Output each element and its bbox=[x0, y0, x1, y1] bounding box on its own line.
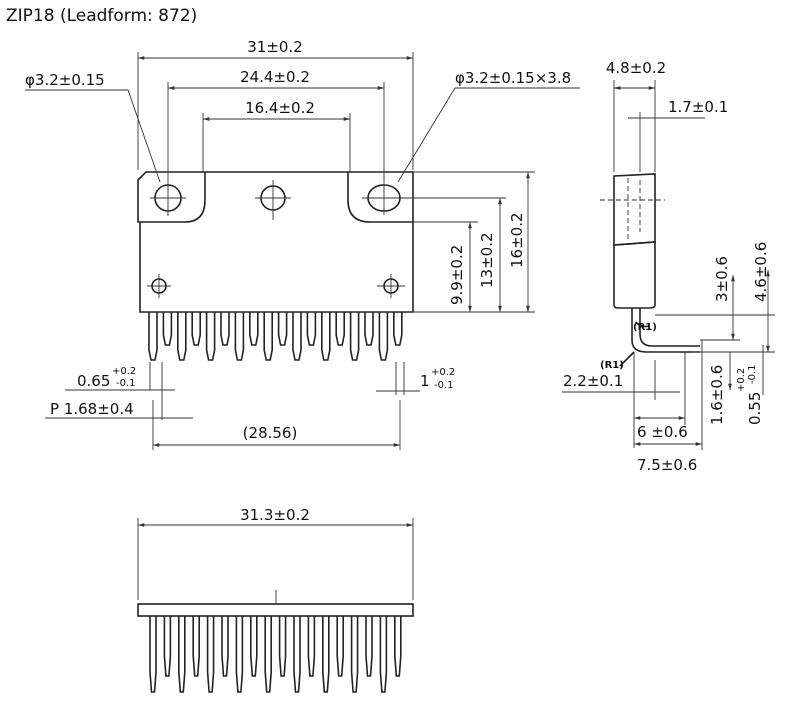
dim-thickness: 4.8±0.2 bbox=[606, 59, 666, 77]
dim-length-a: 6 ±0.6 bbox=[637, 423, 688, 441]
lead bbox=[350, 616, 359, 693]
lead bbox=[162, 312, 173, 346]
dim-tab-thickness: 1.7±0.1 bbox=[668, 98, 728, 116]
dim-lead-end-plus: +0.2 bbox=[431, 367, 455, 378]
ref-mark-right bbox=[377, 274, 405, 298]
lead bbox=[221, 616, 229, 677]
lead bbox=[235, 616, 244, 693]
dim-hole-left: φ3.2±0.15 bbox=[25, 71, 105, 89]
lead bbox=[163, 616, 172, 677]
lead bbox=[293, 616, 301, 693]
lead bbox=[178, 616, 186, 693]
dim-lead-width: 0.65 bbox=[77, 372, 110, 390]
lead bbox=[393, 312, 403, 346]
lead bbox=[192, 616, 200, 677]
lead bbox=[263, 312, 273, 361]
dim-width-overall: 31±0.2 bbox=[247, 38, 303, 56]
mounting-hole-left bbox=[150, 180, 186, 216]
lead bbox=[177, 312, 187, 361]
lead bbox=[365, 616, 373, 677]
lead bbox=[335, 312, 345, 346]
dim-length-b: 7.5±0.6 bbox=[637, 456, 697, 474]
dim-height-hole: 13±0.2 bbox=[478, 232, 496, 288]
dim-pitch: P 1.68±0.4 bbox=[50, 400, 134, 418]
lead bbox=[277, 312, 288, 346]
lead bbox=[205, 312, 216, 361]
dim-lead-end-minus: -0.1 bbox=[434, 380, 454, 391]
dim-hole-right: φ3.2±0.15×3.8 bbox=[455, 69, 571, 87]
ref-mark-left bbox=[147, 274, 171, 298]
mounting-hole-center bbox=[255, 180, 291, 220]
dim-lead-span: (28.56) bbox=[243, 424, 298, 442]
lead bbox=[378, 312, 389, 361]
dim-lead-thickness-plus: +0.2 bbox=[736, 368, 747, 392]
lead bbox=[306, 312, 317, 346]
leads-top bbox=[148, 312, 403, 361]
lead bbox=[307, 616, 316, 677]
dim-offset: 2.2±0.1 bbox=[563, 372, 623, 390]
lead bbox=[364, 312, 374, 346]
dim-height-total: 16±0.2 bbox=[508, 212, 526, 268]
lead bbox=[249, 312, 259, 346]
top-view: 31±0.2 24.4±0.2 16.4±0.2 φ3.2±0.15 φ3.2±… bbox=[25, 38, 580, 450]
dim-height-a: 3±0.6 bbox=[713, 256, 731, 302]
lead bbox=[148, 312, 158, 361]
lead bbox=[264, 616, 272, 693]
dim-lead-width-minus: -0.1 bbox=[116, 378, 136, 389]
dim-lead-thickness-minus: -0.1 bbox=[747, 364, 758, 384]
side-view: (R1) (R1) 4.8±0.2 1.7±0.1 3±0.6 4.6±0.6 … bbox=[562, 59, 775, 474]
dim-lead-thickness: 0.55 bbox=[746, 392, 764, 425]
lead bbox=[349, 312, 360, 361]
drawing-title: ZIP18 (Leadform: 872) bbox=[6, 6, 198, 26]
bend-radius-inner: (R1) bbox=[633, 322, 657, 333]
lead bbox=[191, 312, 201, 346]
bend-radius-outer: (R1) bbox=[600, 360, 624, 371]
lead bbox=[379, 616, 388, 693]
dim-inner-spacing: 16.4±0.2 bbox=[245, 99, 315, 117]
lead bbox=[394, 616, 402, 677]
dim-height-b: 4.6±0.6 bbox=[752, 242, 770, 302]
lead bbox=[220, 312, 230, 346]
lead bbox=[206, 616, 215, 693]
dim-hole-spacing: 24.4±0.2 bbox=[240, 68, 310, 86]
dim-height-body: 9.9±0.2 bbox=[448, 245, 466, 305]
lead bbox=[321, 312, 331, 361]
lead bbox=[336, 616, 344, 677]
lead bbox=[250, 616, 258, 677]
mounting-hole-right bbox=[362, 175, 402, 215]
dim-lead-width-plus: +0.2 bbox=[112, 366, 136, 377]
dim-height-c: 1.6±0.6 bbox=[708, 365, 726, 425]
dim-bottom-width: 31.3±0.2 bbox=[240, 506, 310, 524]
leads-bottom bbox=[149, 616, 402, 693]
lead bbox=[278, 616, 287, 677]
lead bbox=[149, 616, 157, 693]
lead bbox=[234, 312, 245, 361]
bottom-view: 31.3±0.2 bbox=[137, 506, 414, 693]
dim-lead-end: 1 bbox=[420, 372, 430, 390]
lead bbox=[292, 312, 302, 361]
lead bbox=[322, 616, 330, 693]
